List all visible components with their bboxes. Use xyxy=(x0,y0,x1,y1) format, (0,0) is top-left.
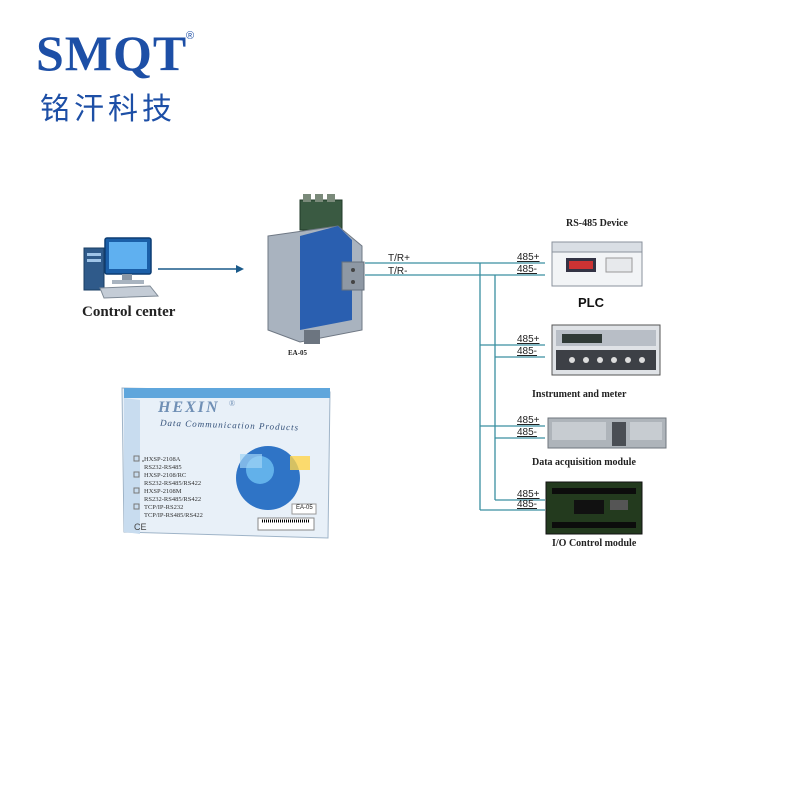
port-minus-label: 485- xyxy=(517,427,538,438)
port-plus-label: 485+ xyxy=(517,334,540,345)
io-control-board xyxy=(545,481,643,535)
port-minus-label: 485- xyxy=(517,499,538,510)
rs485-bus xyxy=(365,262,545,511)
converter-device xyxy=(267,194,365,344)
box-product-line: HXSP-2108A xyxy=(144,456,181,463)
computer-icon xyxy=(83,237,160,299)
box-brand-registered: ® xyxy=(229,399,236,408)
daq-module xyxy=(547,417,667,449)
box-product-line: HXSP-2108/RC xyxy=(144,472,187,479)
box-brand: HEXIN xyxy=(158,399,220,416)
plc-label: PLC xyxy=(578,295,604,310)
rs485-device-label: RS-485 Device xyxy=(566,218,628,229)
daq-label: Data acquisition module xyxy=(532,457,636,468)
port-minus-label: 485- xyxy=(517,346,538,357)
control-center-label: Control center xyxy=(82,304,176,320)
port-plus-label: 485+ xyxy=(517,252,540,263)
brand-logo: SMQT xyxy=(36,25,188,81)
brand-chinese-name: 铭汗科技 xyxy=(40,92,176,127)
plc-device xyxy=(551,241,643,287)
box-sticker: EA-05 xyxy=(296,505,313,511)
instrument-device xyxy=(551,324,661,376)
registered-mark: ® xyxy=(186,30,195,42)
box-product-line: RS232-RS485/RS422 xyxy=(144,480,202,487)
port-plus-label: 485+ xyxy=(517,415,540,426)
port-minus-label: 485- xyxy=(517,264,538,275)
tr-minus-label: T/R- xyxy=(388,266,408,277)
port-plus-label: 485+ xyxy=(517,489,540,500)
box-product-line: TCP/IP-RS232 xyxy=(144,504,184,511)
box-product-list: HXSP-2108A RS232-RS485 HXSP-2108/RC RS23… xyxy=(144,456,244,520)
instrument-label: Instrument and meter xyxy=(532,389,627,400)
box-product-line: TCP/IP-RS485/RS422 xyxy=(144,512,203,519)
box-product-line: RS232-RS485 xyxy=(144,464,182,471)
io-label: I/O Control module xyxy=(552,538,637,549)
ce-mark: CE xyxy=(134,522,147,532)
product-box xyxy=(121,387,331,539)
converter-model-label: EA-05 xyxy=(288,349,308,357)
box-product-line: RS232-RS485/RS422 xyxy=(144,496,202,503)
box-product-line: HXSP-2108M xyxy=(144,488,182,495)
tr-plus-label: T/R+ xyxy=(388,253,410,264)
